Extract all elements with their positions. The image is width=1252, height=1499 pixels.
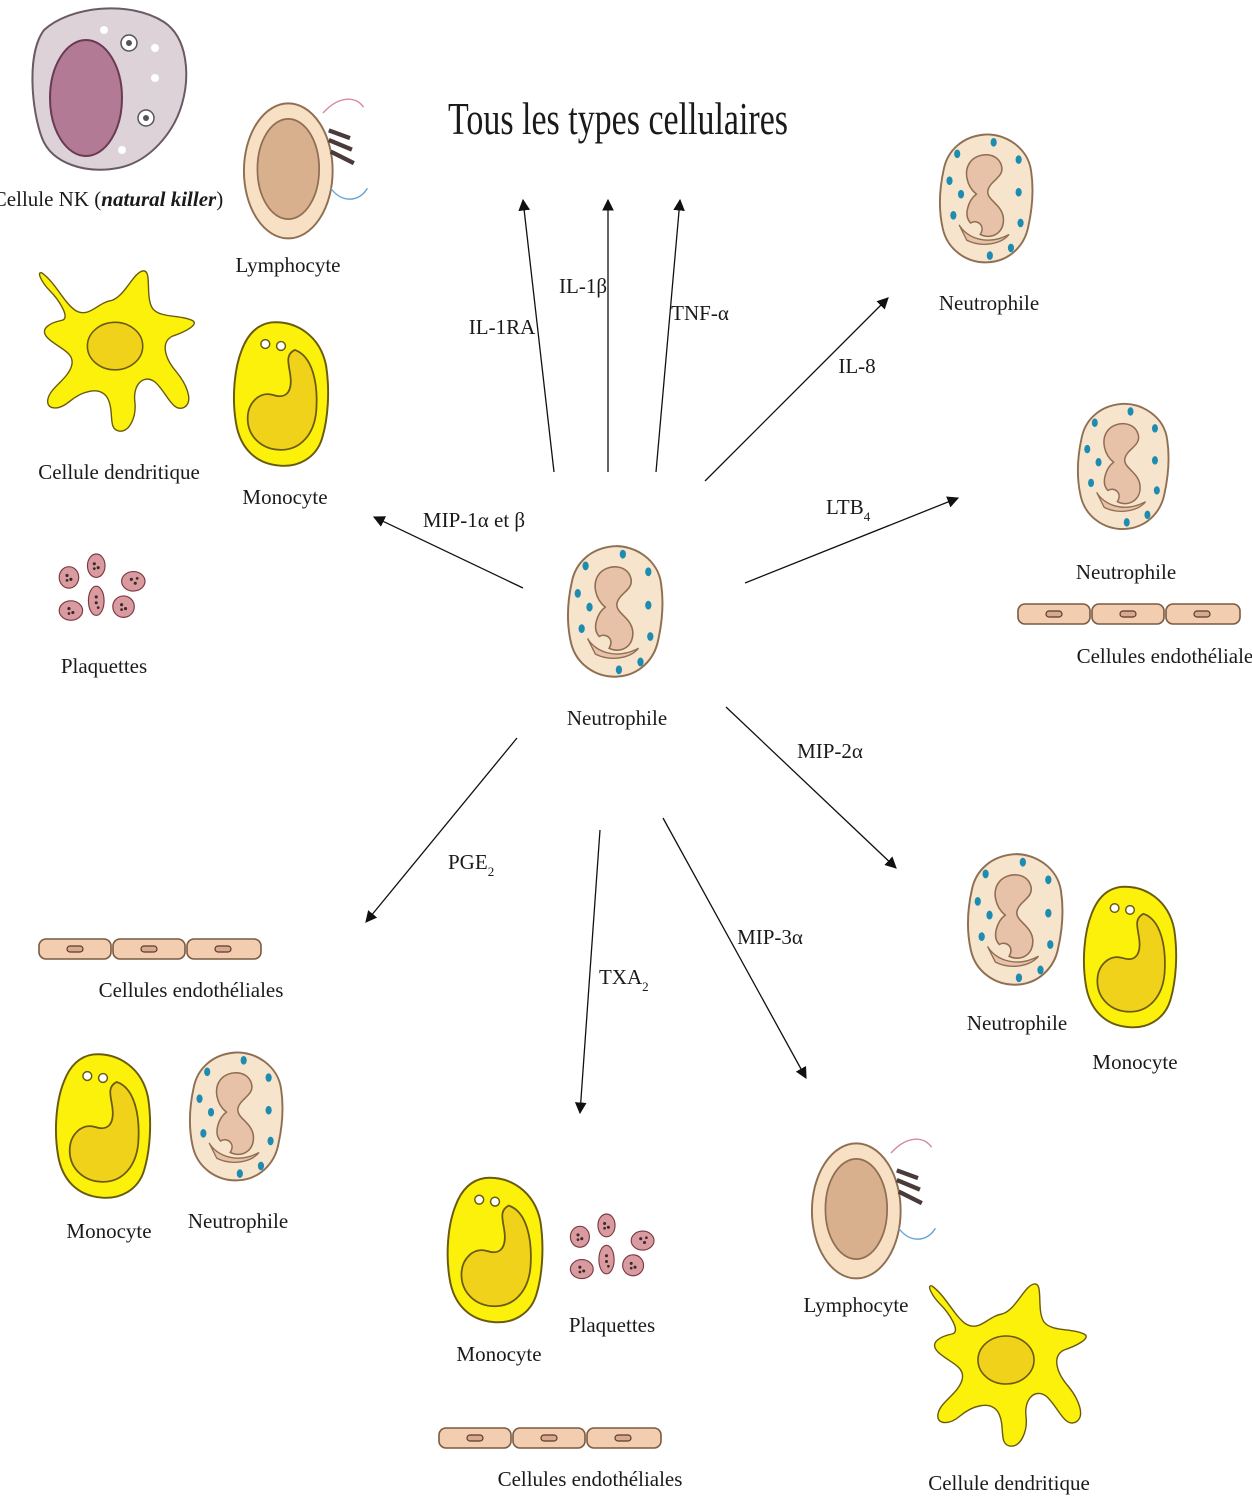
arrow-pge2 [366, 738, 517, 922]
arrow-txa2 [580, 830, 600, 1113]
monocyte-cell-left [234, 322, 328, 465]
label-pge2-sub: 2 [488, 864, 495, 879]
center-neutrophil-cell [568, 546, 662, 677]
label-mip2a: MIP-2α [797, 739, 863, 763]
nk-label-suffix: ) [216, 187, 223, 211]
label-mip3a: MIP-3α [737, 925, 803, 949]
label-txa2: TXA2 [599, 965, 649, 994]
arrow-il8 [705, 298, 888, 481]
monocyte-label-mip2: Monocyte [1092, 1050, 1177, 1074]
label-il1ra: IL-1RA [469, 315, 536, 339]
center-neutrophil-label: Neutrophile [567, 706, 667, 730]
nk-label: Cellule NK (natural killer) [0, 187, 223, 211]
lymphocyte-cell-bottom [812, 1139, 935, 1278]
dendritic-label-left: Cellule dendritique [38, 460, 200, 484]
endothelial-cells-left [39, 939, 261, 959]
dendritic-label-bottom: Cellule dendritique [928, 1471, 1090, 1495]
neutrophil-label-top-right: Neutrophile [939, 291, 1039, 315]
dendritic-cell-bottom [930, 1284, 1087, 1446]
neutrophil-label-right: Neutrophile [1076, 560, 1176, 584]
neutrophil-cell-bottom-left [190, 1052, 283, 1180]
neutrophil-cell-mip2 [968, 854, 1062, 985]
monocyte-cell-bottom-left [56, 1054, 150, 1197]
arrow-mip2a [726, 707, 896, 868]
label-il8: IL-8 [838, 354, 875, 378]
endothelial-label-bottom: Cellules endothéliales [498, 1467, 683, 1491]
neutrophil-cell-top-right [940, 134, 1033, 262]
nk-label-prefix: Cellule NK ( [0, 187, 101, 211]
platelets-label-bottom: Plaquettes [569, 1313, 655, 1337]
nk-cell [32, 8, 186, 169]
label-mip1: MIP-1α et β [423, 508, 525, 532]
monocyte-cell-mip2 [1084, 887, 1176, 1028]
platelets-cell-bottom [570, 1214, 654, 1279]
endothelial-cells-bottom [439, 1428, 661, 1448]
label-txa2-sub: 2 [642, 979, 649, 994]
nk-label-italic: natural killer [101, 187, 217, 211]
label-pge2-main: PGE [448, 850, 488, 874]
neutrophil-label-mip2: Neutrophile [967, 1011, 1067, 1035]
arrow-tnfa [656, 200, 680, 472]
label-txa2-main: TXA [599, 965, 643, 989]
label-ltb4-sub: 4 [864, 509, 871, 524]
platelets-cell-left [59, 554, 145, 620]
label-ltb4-main: LTB [826, 495, 864, 519]
label-tnfa: TNF-α [671, 301, 729, 325]
dendritic-cell-left [40, 271, 195, 431]
monocyte-label-left: Monocyte [242, 485, 327, 509]
monocyte-label-bottom-left: Monocyte [66, 1219, 151, 1243]
label-ltb4: LTB4 [826, 495, 871, 524]
neutrophil-cell-right [1078, 404, 1169, 529]
neutrophil-label-bottom-left: Neutrophile [188, 1209, 288, 1233]
monocyte-cell-bottom [448, 1178, 543, 1322]
lymphocyte-label-bottom: Lymphocyte [804, 1293, 909, 1317]
label-il1b: IL-1β [559, 274, 607, 298]
label-pge2: PGE2 [448, 850, 494, 879]
platelets-label-left: Plaquettes [61, 654, 147, 678]
monocyte-label-bottom: Monocyte [456, 1342, 541, 1366]
lymphocyte-cell-top [244, 99, 367, 238]
endothelial-cells-right [1018, 604, 1240, 624]
endothelial-label-right: Cellules endothéliales [1077, 644, 1252, 668]
arrows [366, 200, 958, 1113]
diagram-title: Tous les types cellulaires [448, 93, 788, 144]
lymphocyte-label-top: Lymphocyte [236, 253, 341, 277]
endothelial-label-left: Cellules endothéliales [99, 978, 284, 1002]
